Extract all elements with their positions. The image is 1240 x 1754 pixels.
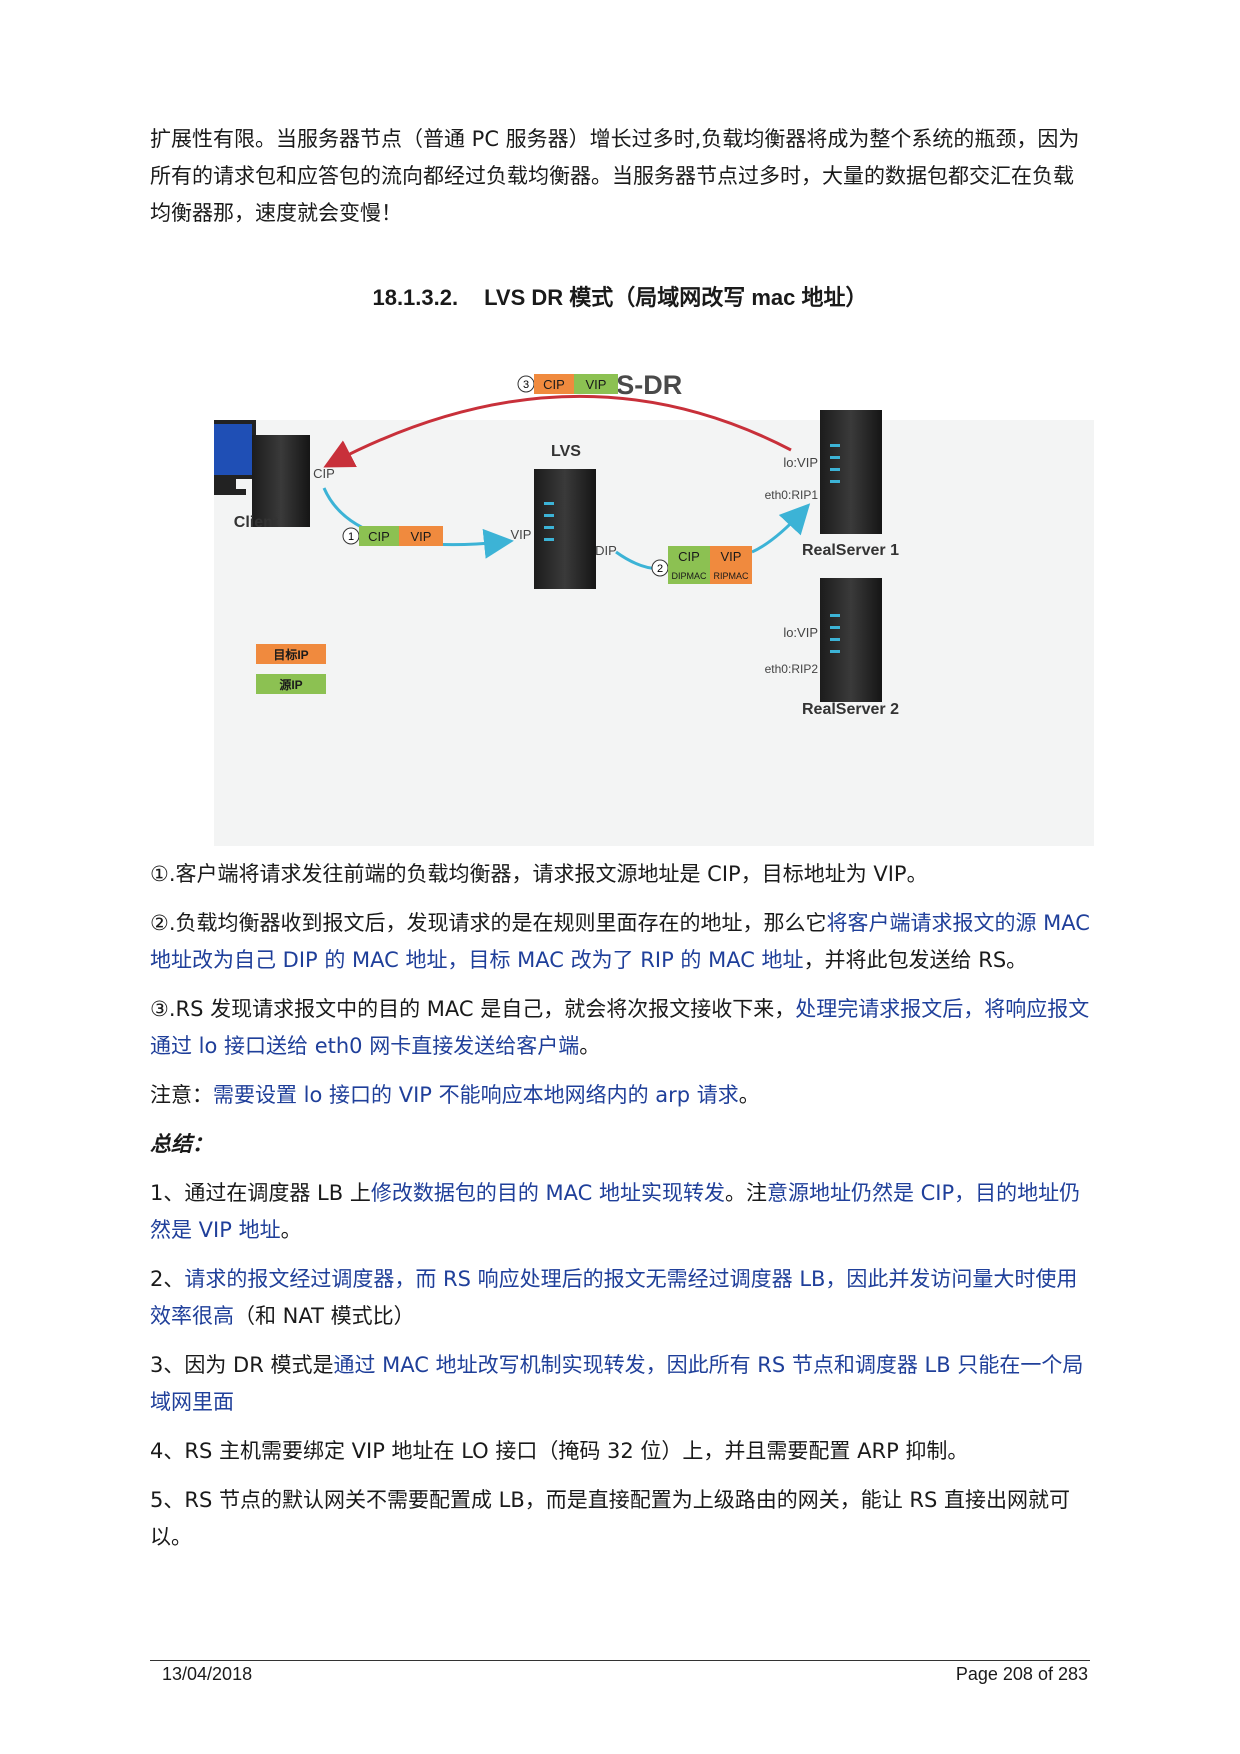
client-label: Client [234,514,279,531]
client-computer-icon [214,420,310,527]
lvs-tower [534,469,596,589]
lvs-to-rs1-arrow [751,503,811,554]
summary2-text-a: 2、 [150,1267,185,1291]
lvs-dip-label: DIP [595,543,617,558]
footer-page-number: Page 208 of 283 [955,1664,1088,1684]
note-tail: 。 [738,1083,760,1107]
step2-highlight: 将客户端请求报文的源 MAC 地址改为自己 DIP 的 MAC 地址，目标 MA… [150,911,1090,972]
lvs-label: LVS [551,443,581,460]
step2-tail: ，并将此包发送给 RS。 [803,948,1028,972]
section-heading: 18.1.3.2. LVS DR 模式（局域网改写 mac 地址） [0,280,1240,312]
step2-number: 2 [657,563,663,575]
rs2-lo-label: lo:VIP [783,625,818,640]
step2-dipmac-box [668,566,710,584]
step2-text: ②.负载均衡器收到报文后，发现请求的是在规则里面存在的地址，那么它 [150,911,827,935]
step2-ripmac: RIPMAC [713,571,749,581]
footer-divider [150,1660,1090,1661]
step2-vip: VIP [721,549,742,564]
summary-item-3: 3、因为 DR 模式是通过 MAC 地址改写机制实现转发，因此所有 RS 节点和… [150,1347,1090,1421]
diagram-legend: 目标IP 源IP [256,644,326,694]
packet-step3: 3 CIP VIP [517,374,618,394]
lvs-server-icon [534,469,596,589]
rs2-tower [820,578,882,702]
step1-number: 1 [348,531,354,543]
step1-cip-box [359,526,399,546]
packet-step2: 2 CIP VIP DIPMAC RIPMAC [651,546,752,584]
step3-cip-box [534,374,574,394]
note-highlight: 需要设置 lo 接口的 VIP 不能响应本地网络内的 arp 请求 [213,1083,739,1107]
summary-item-2: 2、请求的报文经过调度器，而 RS 响应处理后的报文无需经过调度器 LB，因此并… [150,1261,1090,1335]
diagram-canvas: LVS-DR 3 CIP VIP Client CIP [214,370,1094,846]
section-number: 18.1.3.2. [372,285,459,310]
step2-paragraph: ②.负载均衡器收到报文后，发现请求的是在规则里面存在的地址，那么它将客户端请求报… [150,905,1090,979]
note-paragraph: 注意：需要设置 lo 接口的 VIP 不能响应本地网络内的 arp 请求。 [150,1077,1090,1114]
rs2-label: RealServer 2 [802,701,899,718]
step3-highlight: 处理完请求报文后，将响应报文通过 lo 接口送给 eth0 网卡直接发送给客户端 [150,997,1090,1058]
summary-item-1: 1、通过在调度器 LB 上修改数据包的目的 MAC 地址实现转发。注意源地址仍然… [150,1175,1090,1249]
step3-number: 3 [523,379,529,391]
monitor-stand [214,477,236,489]
summary2-text-b: （和 NAT 模式比） [234,1304,415,1328]
step2-dipmac: DIPMAC [671,571,707,581]
lvs-vip-label: VIP [511,527,532,542]
step1-paragraph: ①.客户端将请求发往前端的负载均衡器，请求报文源地址是 CIP，目标地址为 VI… [150,862,928,886]
summary3-highlight: 通过 MAC 地址改写机制实现转发，因此所有 RS 节点和调度器 LB 只能在一… [150,1353,1084,1414]
monitor-base [214,489,246,495]
monitor-screen [214,420,256,479]
realserver1-icon [820,410,882,534]
rs1-tower [820,410,882,534]
summary1-text-c: 。 [280,1218,302,1242]
realserver2-icon [820,578,882,702]
packet-step1: 1 CIP VIP [342,526,443,546]
intro-paragraph: 扩展性有限。当服务器节点（普通 PC 服务器）增长过多时,负载均衡器将成为整个系… [150,127,1080,225]
legend-target-label: 目标IP [273,647,308,662]
step2-vip-box [710,546,752,566]
diagram-background [214,420,1094,846]
legend-source-label: 源IP [279,677,302,692]
step1-vip: VIP [411,529,432,544]
summary1-highlight-b: 意源地址仍然是 CIP，目的地址仍然是 VIP 地址 [150,1181,1081,1242]
rs1-label: RealServer 1 [802,542,899,559]
lvs-dr-diagram: LVS-DR 3 CIP VIP Client CIP [214,352,1094,846]
step3-text: ③.RS 发现请求报文中的目的 MAC 是自己，就会将次报文接收下来， [150,997,796,1021]
section-title: LVS DR 模式（局域网改写 mac 地址） [484,285,868,310]
step3-tail: 。 [579,1034,601,1058]
rs1-lo-label: lo:VIP [783,455,818,470]
note-label: 注意： [150,1083,213,1107]
step2-ripmac-box [710,566,752,584]
footer-date: 13/04/2018 [162,1664,253,1684]
summary-item-4: 4、RS 主机需要绑定 VIP 地址在 LO 接口（掩码 32 位）上，并且需要… [150,1439,969,1463]
steps-section: ①.客户端将请求发往前端的负载均衡器，请求报文源地址是 CIP，目标地址为 VI… [150,856,1090,1568]
step2-cip: CIP [678,549,700,564]
step3-cip: CIP [543,377,565,392]
summary1-highlight-a: 修改数据包的目的 MAC 地址实现转发 [370,1181,725,1205]
step3-vip: VIP [586,377,607,392]
step3-paragraph: ③.RS 发现请求报文中的目的 MAC 是自己，就会将次报文接收下来，处理完请求… [150,991,1090,1065]
client-tower [252,435,310,527]
client-cip-label: CIP [313,466,335,481]
rs2-eth-label: eth0:RIP2 [765,662,819,676]
rs1-eth-label: eth0:RIP1 [765,488,819,502]
step1-vip-box [399,526,443,546]
step3-vip-box [574,374,618,394]
summary2-highlight: 请求的报文经过调度器，而 RS 响应处理后的报文无需经过调度器 LB，因此并发访… [150,1267,1078,1328]
summary1-text-a: 1、通过在调度器 LB 上 [150,1181,371,1205]
summary3-text-a: 3、因为 DR 模式是 [150,1353,334,1377]
summary-item-5: 5、RS 节点的默认网关不需要配置成 LB，而是直接配置为上级路由的网关，能让 … [150,1488,1071,1549]
legend-source-swatch [256,674,326,694]
step2-cip-box [668,546,710,566]
legend-target-swatch [256,644,326,664]
step1-cip: CIP [368,529,390,544]
summary1-text-b: 。注 [724,1181,767,1205]
summary-title: 总结： [150,1132,213,1156]
return-arrow [323,394,792,468]
